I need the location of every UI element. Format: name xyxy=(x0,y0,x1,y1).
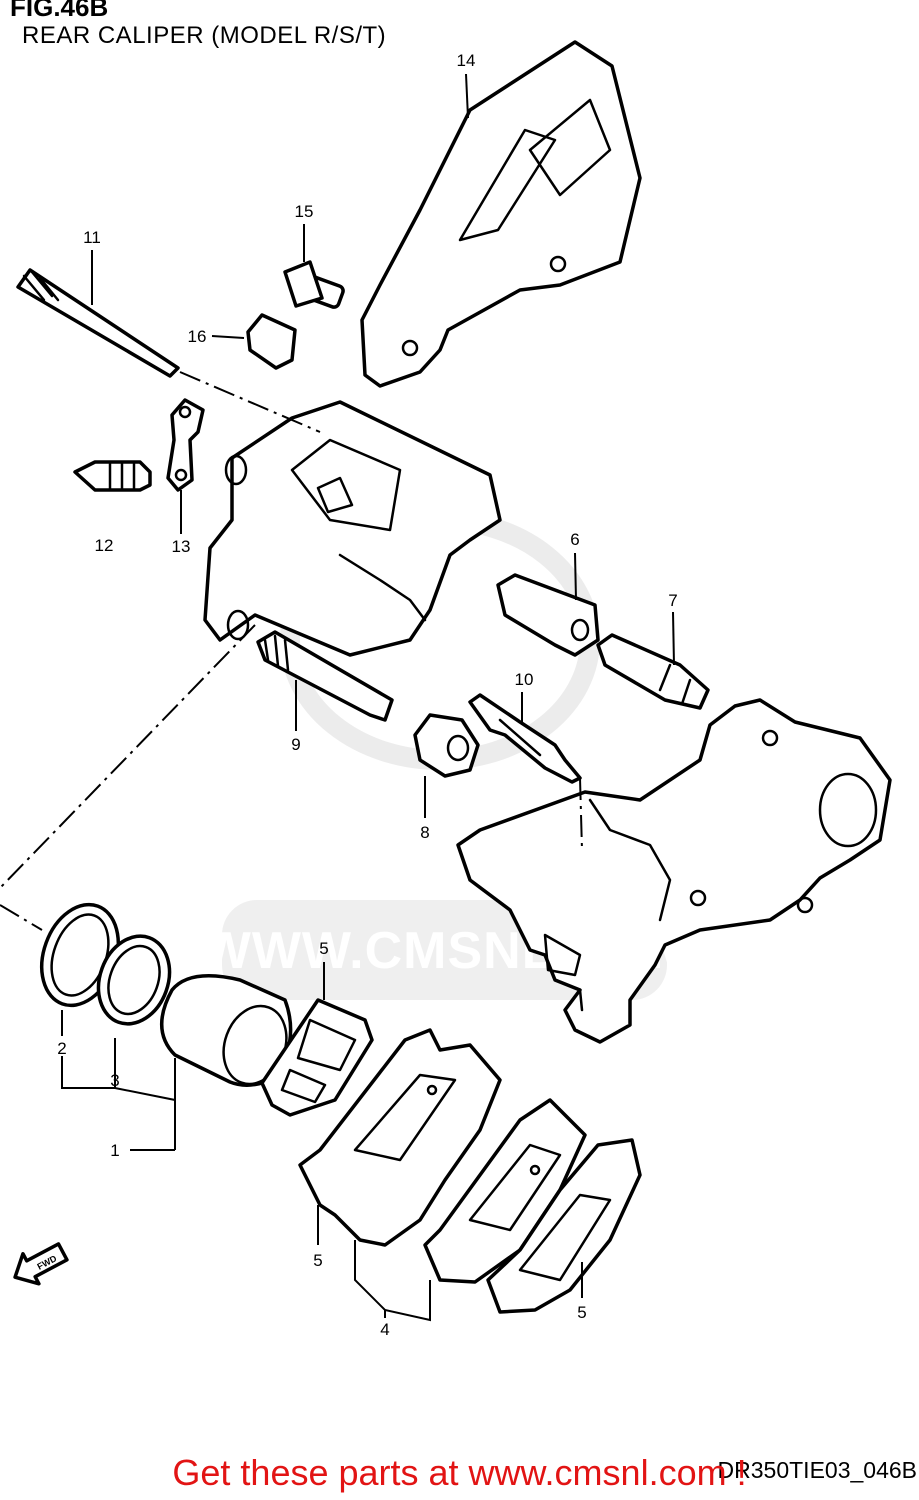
callout-2: 2 xyxy=(57,1039,66,1058)
callout-9: 8 xyxy=(420,823,429,842)
callout-11: 10 xyxy=(515,670,534,689)
part-12-pad-pin xyxy=(16,268,180,378)
part-caliper-body xyxy=(203,400,502,657)
callout-5-right: 5 xyxy=(577,1303,586,1322)
callout-4: 4 xyxy=(380,1320,389,1339)
callout-16: 15 xyxy=(295,202,314,221)
callout-10: 9 xyxy=(291,735,300,754)
callout-17: 16 xyxy=(188,327,207,346)
cta-link[interactable]: Get these parts at www.cmsnl.com ! xyxy=(172,1452,747,1493)
callout-5-left: 5 xyxy=(313,1251,322,1270)
part-caliper-bracket xyxy=(456,698,892,1044)
part-13-bleeder-valve xyxy=(73,460,152,492)
part-5-pad-shim xyxy=(486,1138,642,1314)
callout-1: 1 xyxy=(110,1141,119,1160)
part-7-sleeve xyxy=(496,573,600,657)
part-4-brake-pad-inner xyxy=(298,1028,502,1247)
figure-title: FIG.46B xyxy=(10,0,109,22)
part-15-caliper-protector xyxy=(360,40,642,388)
callout-6: 5 xyxy=(319,939,328,958)
part-8-bolt xyxy=(596,633,710,710)
callout-labels: 14 15 16 11 12 13 6 7 10 9 8 5 2 3 1 5 4… xyxy=(57,51,677,1339)
part-17-cap xyxy=(246,313,297,370)
callout-8: 7 xyxy=(668,591,677,610)
callout-3: 3 xyxy=(110,1071,119,1090)
callout-7: 6 xyxy=(570,530,579,549)
drawing-code: DR350TIE03_046B xyxy=(717,1457,917,1483)
callout-14: 13 xyxy=(172,537,191,556)
figure-subtitle: REAR CALIPER (MODEL R/S/T) xyxy=(22,22,387,49)
part-6-shim xyxy=(260,998,374,1117)
callout-13: 12 xyxy=(95,536,114,555)
part-9-boot xyxy=(413,713,480,778)
part-4-brake-pad-outer xyxy=(423,1098,587,1284)
leader-lines xyxy=(61,73,675,1322)
part-14-bleeder-cap xyxy=(166,398,205,492)
part-10-guide-pin xyxy=(256,630,394,722)
center-lines xyxy=(0,371,583,931)
part-3-dust-seal xyxy=(96,934,172,1026)
callout-15: 14 xyxy=(457,51,476,70)
fwd-arrow-icon: FWD xyxy=(13,1242,69,1286)
callout-12: 11 xyxy=(83,228,101,247)
part-16-bolt xyxy=(283,260,345,309)
